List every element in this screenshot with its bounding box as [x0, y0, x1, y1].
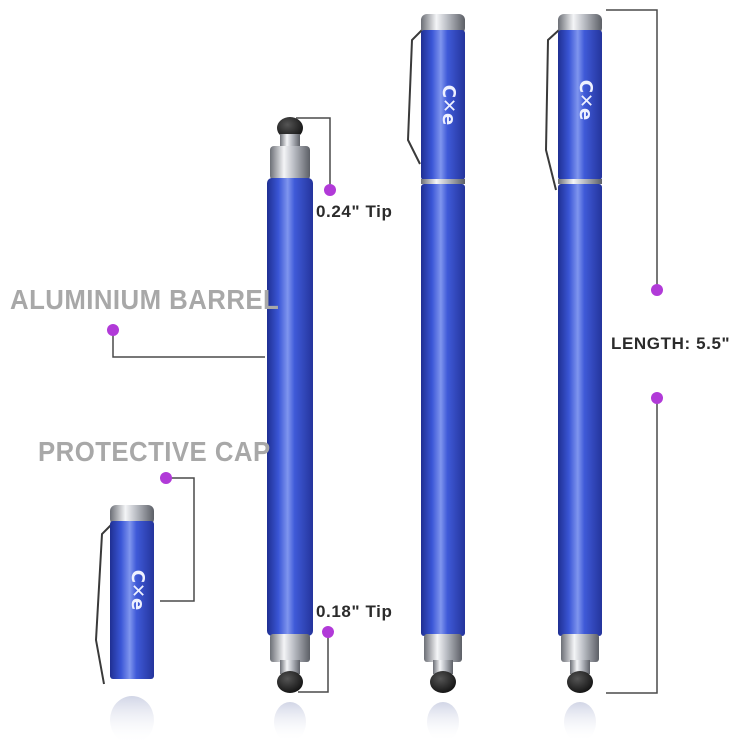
callouts	[112, 9, 658, 694]
brand-mark: C✕e	[127, 570, 148, 611]
reflection	[274, 702, 306, 742]
bottom-rubber-tip	[277, 671, 303, 693]
top-rubber-tip	[277, 117, 303, 139]
bottom-chrome-collar	[270, 634, 310, 662]
cap-seam	[421, 179, 465, 184]
barrel	[558, 184, 602, 636]
barrel-dot	[107, 324, 119, 336]
cap-body	[421, 30, 465, 180]
brand-mark: C✕e	[575, 80, 596, 121]
bottom-rubber-tip	[567, 671, 593, 693]
aluminium-barrel-label: ALUMINIUM BARREL	[10, 284, 280, 315]
brand-mark: C✕e	[438, 85, 459, 126]
top-tip-label: 0.24" Tip	[316, 202, 393, 221]
length-callout-bottom-line	[606, 398, 658, 694]
bottom-tip-neck	[280, 660, 300, 674]
clip-wire	[406, 29, 423, 165]
stylus-uncapped	[267, 117, 313, 742]
bottom-tip-label: 0.18" Tip	[316, 602, 393, 621]
cap-dot	[160, 472, 172, 484]
stylus-capped-right: C✕e	[544, 14, 602, 742]
cap-body	[110, 521, 154, 679]
reflection	[564, 702, 596, 742]
cap-seam	[558, 179, 602, 184]
top-tip-neck	[280, 134, 300, 148]
length-dot-top	[651, 284, 663, 296]
clip-wire	[94, 523, 113, 685]
cap-callout-line	[160, 477, 195, 602]
cap-body	[558, 30, 602, 180]
bottom-tip-neck	[433, 660, 453, 674]
aluminium-barrel	[267, 178, 313, 636]
protective-cap-label: PROTECTIVE CAP	[38, 436, 271, 467]
cap-top-chrome	[558, 14, 602, 34]
top-tip-callout-line	[296, 117, 331, 190]
cap-top-chrome	[110, 505, 154, 525]
stylus-capped-middle: C✕e	[406, 14, 465, 742]
cap-top-chrome	[421, 14, 465, 34]
bottom-tip-neck	[570, 660, 590, 674]
reflection	[427, 702, 459, 742]
top-chrome-collar	[270, 146, 310, 180]
loose-protective-cap: C✕e	[94, 505, 154, 744]
bottom-chrome-collar	[561, 634, 599, 662]
top-tip-dot	[324, 184, 336, 196]
length-dot-bottom	[651, 392, 663, 404]
reflection	[110, 696, 154, 744]
bottom-tip-callout-line	[298, 632, 329, 693]
bottom-rubber-tip	[430, 671, 456, 693]
callout-dots	[107, 184, 663, 638]
barrel	[421, 184, 465, 636]
length-callout-top-line	[606, 9, 658, 290]
clip-wire	[544, 29, 560, 191]
bottom-tip-dot	[322, 626, 334, 638]
length-label: LENGTH: 5.5"	[611, 334, 731, 353]
bottom-chrome-collar	[424, 634, 462, 662]
barrel-callout-line	[112, 330, 265, 358]
